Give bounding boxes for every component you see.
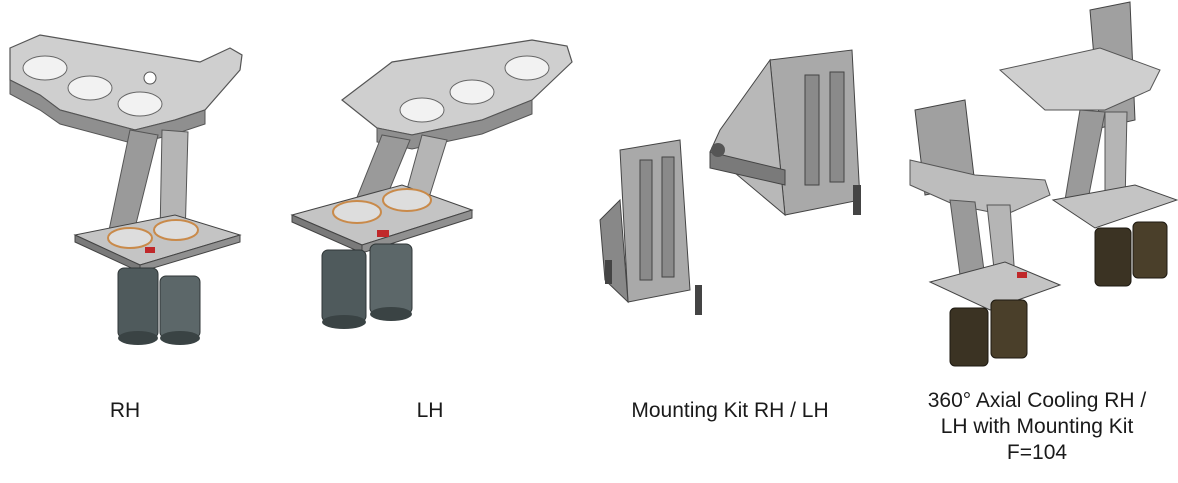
- axial-cooling-illustration: [895, 0, 1178, 380]
- caption-line: LH: [416, 399, 444, 422]
- mounting-kit-illustration: [590, 40, 890, 330]
- rh-caption: RH: [80, 398, 170, 424]
- caption-line: Mounting Kit RH / LH: [631, 399, 829, 422]
- caption-line: F=104: [1006, 441, 1068, 464]
- lh-caption: LH: [385, 398, 475, 424]
- mounting-kit-caption: Mounting Kit RH / LH: [600, 398, 860, 424]
- rh-unit-illustration: [0, 0, 290, 370]
- axial-cooling-caption: 360° Axial Cooling RH / LH with Mounting…: [896, 388, 1178, 466]
- lh-unit-illustration: [282, 0, 582, 370]
- caption-line: 360° Axial Cooling RH /: [927, 389, 1147, 412]
- caption-line: RH: [109, 399, 141, 422]
- caption-line: LH with Mounting Kit: [940, 415, 1134, 438]
